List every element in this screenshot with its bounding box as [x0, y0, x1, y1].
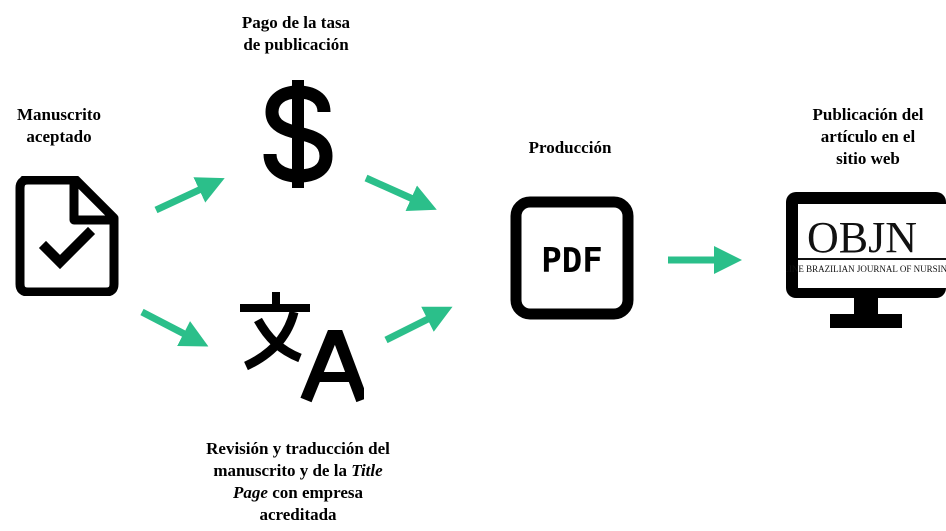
- label-fee-payment: Pago de la tasa de publicación: [216, 12, 376, 56]
- arrow-to-translation: [140, 308, 209, 347]
- label-line: Page con empresa: [180, 482, 416, 504]
- label-line: Revisión y traducción del: [206, 439, 390, 458]
- arrow-to-fee: [154, 177, 225, 214]
- label-line: Pago de la tasa: [241, 13, 351, 32]
- translate-icon: [234, 292, 364, 404]
- label-production: Producción: [490, 137, 650, 159]
- label-translation: Revisión y traducción del manuscrito y d…: [180, 438, 416, 526]
- arrow-fee-to-production: [364, 174, 437, 212]
- label-text: manuscrito y de la: [213, 461, 352, 480]
- label-text: con empresa: [267, 483, 363, 502]
- label-line: de publicación: [243, 35, 349, 54]
- logo-subtext: ONLINE BRAZILIAN JOURNAL OF NURSING: [786, 264, 946, 274]
- label-line: aceptado: [26, 127, 92, 146]
- label-line: acreditada: [259, 505, 337, 524]
- label-italic-text: Title: [351, 461, 383, 480]
- logo-text: OBJN: [807, 213, 917, 262]
- dollar-icon: [248, 76, 348, 192]
- label-line: Manuscrito: [16, 105, 102, 124]
- arrow-translation-to-production: [384, 306, 453, 344]
- label-line: Producción: [528, 138, 612, 157]
- label-line: Publicación del: [812, 105, 924, 124]
- pdf-file-icon: PDF: [510, 196, 634, 320]
- label-line: artículo en el: [820, 127, 916, 146]
- label-line: sitio web: [836, 149, 900, 168]
- monitor-icon: OBJN ONLINE BRAZILIAN JOURNAL OF NURSING: [786, 192, 946, 332]
- document-check-icon: [14, 176, 120, 296]
- pdf-badge-text: PDF: [541, 241, 602, 281]
- label-line: manuscrito y de la Title: [180, 460, 416, 482]
- label-italic-text: Page: [233, 483, 268, 502]
- label-publication: Publicación del artículo en el sitio web: [790, 104, 946, 170]
- label-manuscript-accepted: Manuscrito aceptado: [0, 104, 118, 148]
